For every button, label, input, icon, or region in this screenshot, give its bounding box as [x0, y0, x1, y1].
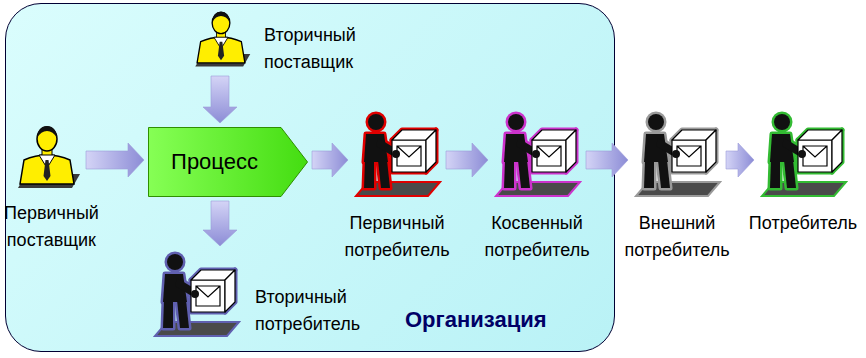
node-caption: Первичный потребитель [344, 210, 449, 264]
consumer-node: Вторичный потребитель [150, 250, 242, 338]
supplier-icon [195, 12, 250, 67]
block-arrow [86, 143, 144, 177]
caption-group: Первичный поставщик [4, 200, 99, 254]
caption-group: Потребитель [749, 210, 857, 237]
consumer-icon [636, 114, 720, 196]
consumer-node: Внешний потребитель [632, 110, 722, 198]
process-label: Процесс [171, 149, 258, 175]
supplier-node: Первичный поставщик [12, 124, 82, 190]
node-caption: Вторичный поставщик [264, 22, 356, 76]
caption-group: Вторичный поставщик [264, 22, 356, 76]
caption-group: Внешний потребитель [624, 210, 729, 264]
block-arrow [726, 143, 754, 177]
caption-group: Организация [405, 306, 547, 333]
consumer-node: Косвенный потребитель [492, 110, 582, 198]
block-arrow [203, 201, 237, 246]
node-caption: Вторичный потребитель [255, 284, 360, 338]
caption-group: Первичный потребитель [344, 210, 449, 264]
region-title: Организация [405, 306, 547, 333]
block-arrow [203, 76, 237, 123]
node-caption: Первичный поставщик [4, 200, 99, 254]
consumer-icon [155, 254, 239, 336]
organization-region: ОрганизацияПервичный поставщикВторичный … [5, 3, 615, 352]
process-pentagon [149, 128, 308, 197]
node-caption: Косвенный потребитель [484, 210, 589, 264]
consumer-node: Первичный потребитель [352, 110, 442, 198]
block-arrow [586, 143, 628, 177]
block-arrow [446, 143, 488, 177]
node-caption: Потребитель [749, 210, 857, 237]
supplier-icon [18, 126, 80, 188]
supplier-node: Вторичный поставщик [190, 6, 252, 72]
node-caption: Внешний потребитель [624, 210, 729, 264]
caption-group: Вторичный потребитель [255, 284, 360, 338]
block-arrow [312, 143, 348, 177]
caption-group: Косвенный потребитель [484, 210, 589, 264]
consumer-icon [762, 114, 846, 196]
process-arrow-box: Процесс [148, 127, 308, 197]
consumer-icon [496, 114, 580, 196]
consumer-icon [356, 114, 440, 196]
consumer-node: Потребитель [758, 110, 848, 198]
